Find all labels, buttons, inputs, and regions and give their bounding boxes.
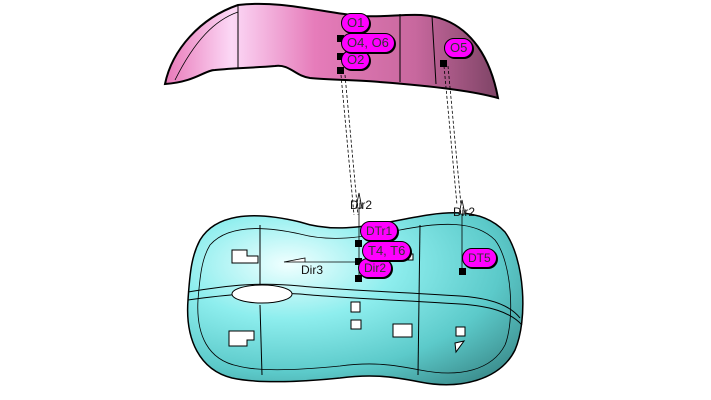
tag-o1[interactable]: O1 — [341, 13, 371, 33]
direction-label-dir3: Dir3 — [301, 263, 324, 277]
tag-o2[interactable]: O2 — [341, 50, 371, 70]
point-marker[interactable] — [440, 60, 447, 67]
point-marker[interactable] — [337, 67, 344, 74]
tag-o5[interactable]: O5 — [444, 38, 474, 58]
lower-part[interactable] — [186, 212, 524, 386]
point-marker[interactable] — [459, 268, 466, 275]
connection-lines — [340, 65, 462, 216]
upper-part[interactable] — [163, 2, 500, 100]
tag-t5[interactable]: DT5 — [462, 248, 497, 268]
point-marker[interactable] — [337, 35, 344, 42]
direction-label-dir2: Dir2 — [350, 198, 373, 212]
point-marker[interactable] — [337, 53, 344, 60]
point-marker[interactable] — [355, 240, 362, 247]
tag-o4-o6[interactable]: O4, O6 — [341, 33, 395, 53]
point-marker[interactable] — [355, 258, 362, 265]
direction-label-dir2: Dir2 — [453, 205, 476, 219]
point-marker[interactable] — [355, 275, 362, 282]
tag-t2[interactable]: Dir2 — [358, 258, 393, 278]
tag-t4-t6[interactable]: T4, T6 — [362, 241, 412, 261]
tag-t1[interactable]: DTr1 — [360, 221, 399, 241]
